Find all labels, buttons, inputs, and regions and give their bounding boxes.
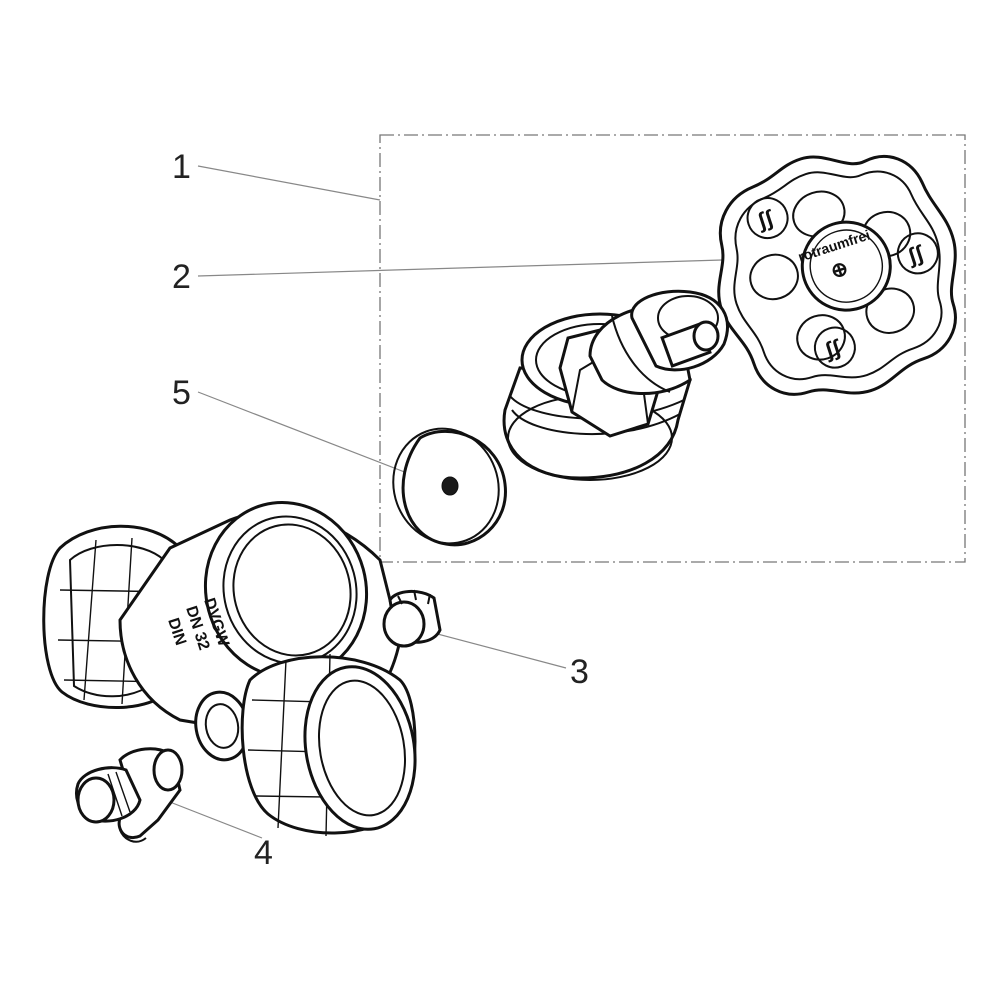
leader-line-1 (197, 165, 381, 201)
leader-line-2 (197, 259, 723, 277)
leader-line-3 (429, 631, 567, 669)
valve-body (42, 501, 417, 837)
leader-line-5 (197, 391, 421, 479)
svg-text:⊕: ⊕ (828, 257, 851, 283)
valve-headpiece (502, 289, 729, 481)
assembly-group-box (379, 134, 966, 563)
handwheel: ʃʃ ʃʃ ʃʃ ⊕ (717, 155, 957, 396)
callout-1: 1 (172, 148, 191, 186)
callout-5: 5 (172, 374, 191, 412)
callout-2: 2 (172, 258, 191, 296)
drain-elbow (75, 747, 184, 843)
plug (382, 589, 442, 648)
callout-4: 4 (254, 834, 273, 872)
sealing-disc (392, 427, 507, 547)
callout-3: 3 (570, 653, 589, 691)
